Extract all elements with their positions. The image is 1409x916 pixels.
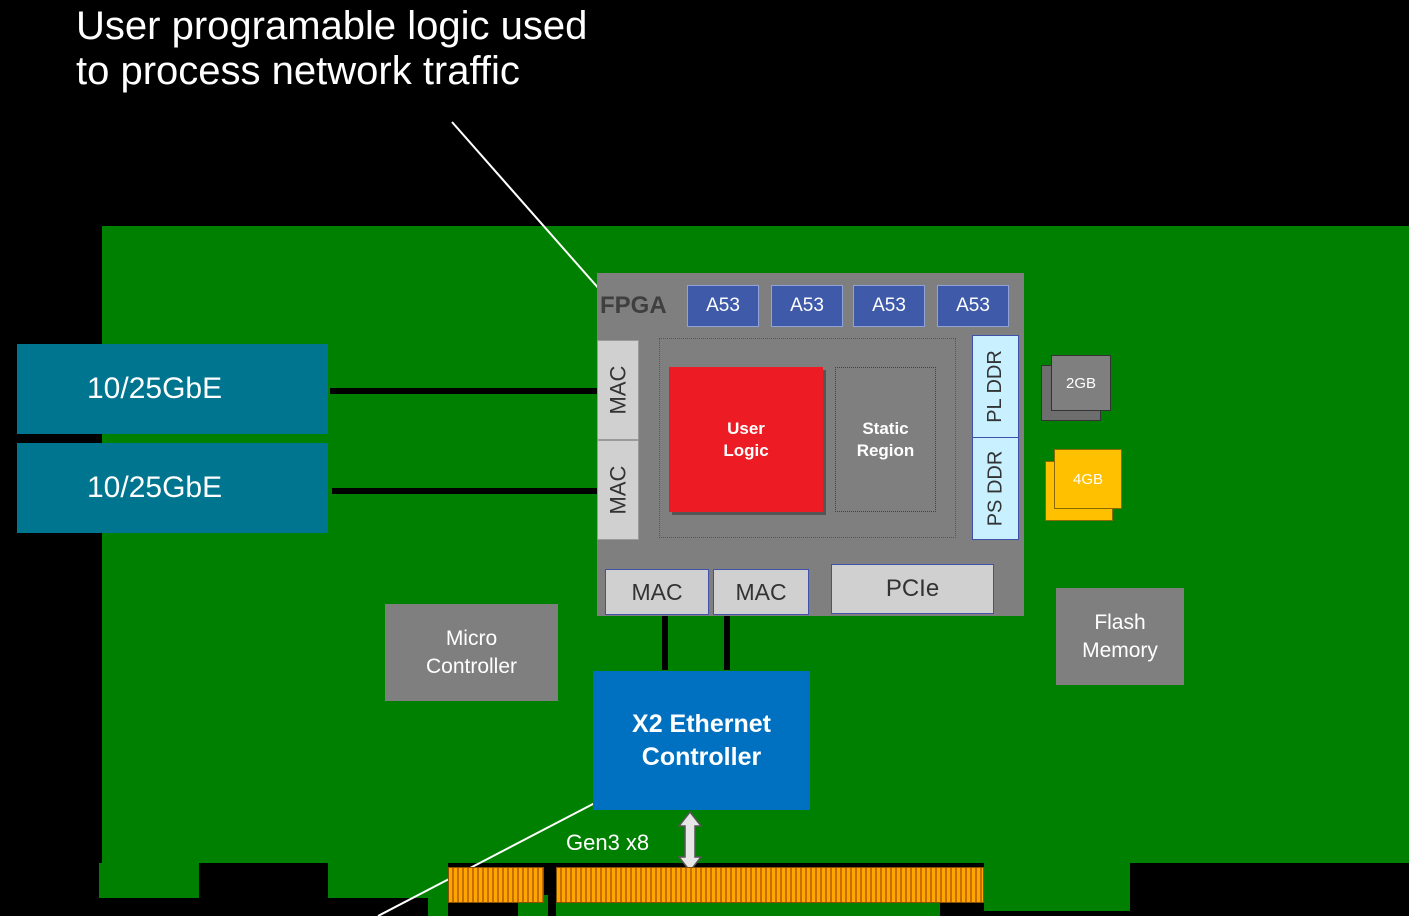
programmable-logic-region (659, 338, 956, 538)
static-region-block: Static Region (835, 367, 936, 512)
pl-memory-chip: 2GB (1051, 355, 1111, 411)
fpga-mac-side-1: MAC (597, 340, 639, 440)
edge-connector-pins-left (448, 867, 544, 903)
ps-ddr-label: PS DDR (984, 450, 1007, 527)
network-port-2-label: 10/25GbE (87, 471, 223, 504)
pl-ddr-label: PL DDR (984, 350, 1007, 423)
board-bracket-tab (99, 863, 199, 898)
ps-ddr-block: PS DDR (972, 437, 1019, 540)
board-right-tab (984, 863, 1130, 911)
pcie-link-label: Gen3 x8 (566, 830, 650, 855)
fpga-mac-bottom-1: MAC (605, 569, 709, 615)
fpga-mac-bottom-2: MAC (713, 569, 809, 615)
flash-memory: Flash Memory (1056, 588, 1184, 685)
fpga-mac-side-1-label: MAC (605, 365, 631, 415)
network-port-1-label: 10/25GbE (87, 372, 223, 405)
a53-core-4: A53 (937, 285, 1009, 327)
pcie-block: PCIe (831, 564, 994, 614)
fpga-label: FPGA (600, 292, 667, 319)
user-logic-block: User Logic (669, 367, 823, 512)
ethernet-controller: X2 Ethernet Controller (593, 671, 810, 810)
callout-text: User programable logic used to process n… (76, 4, 588, 93)
a53-core-3: A53 (853, 285, 925, 327)
a53-core-1: A53 (687, 285, 759, 327)
board-tab (328, 863, 428, 898)
board-edge-left (428, 863, 448, 916)
fpga-mac-side-2: MAC (597, 440, 639, 540)
edge-connector-pins-right (556, 867, 984, 903)
pl-ddr-block: PL DDR (972, 335, 1019, 438)
network-port-1: 10/25GbE (17, 344, 328, 434)
fpga-mac-side-2-label: MAC (605, 465, 631, 515)
micro-controller: Micro Controller (385, 604, 558, 701)
network-port-2: 10/25GbE (17, 443, 328, 533)
a53-core-2: A53 (771, 285, 843, 327)
ps-memory-chip: 4GB (1054, 449, 1122, 509)
